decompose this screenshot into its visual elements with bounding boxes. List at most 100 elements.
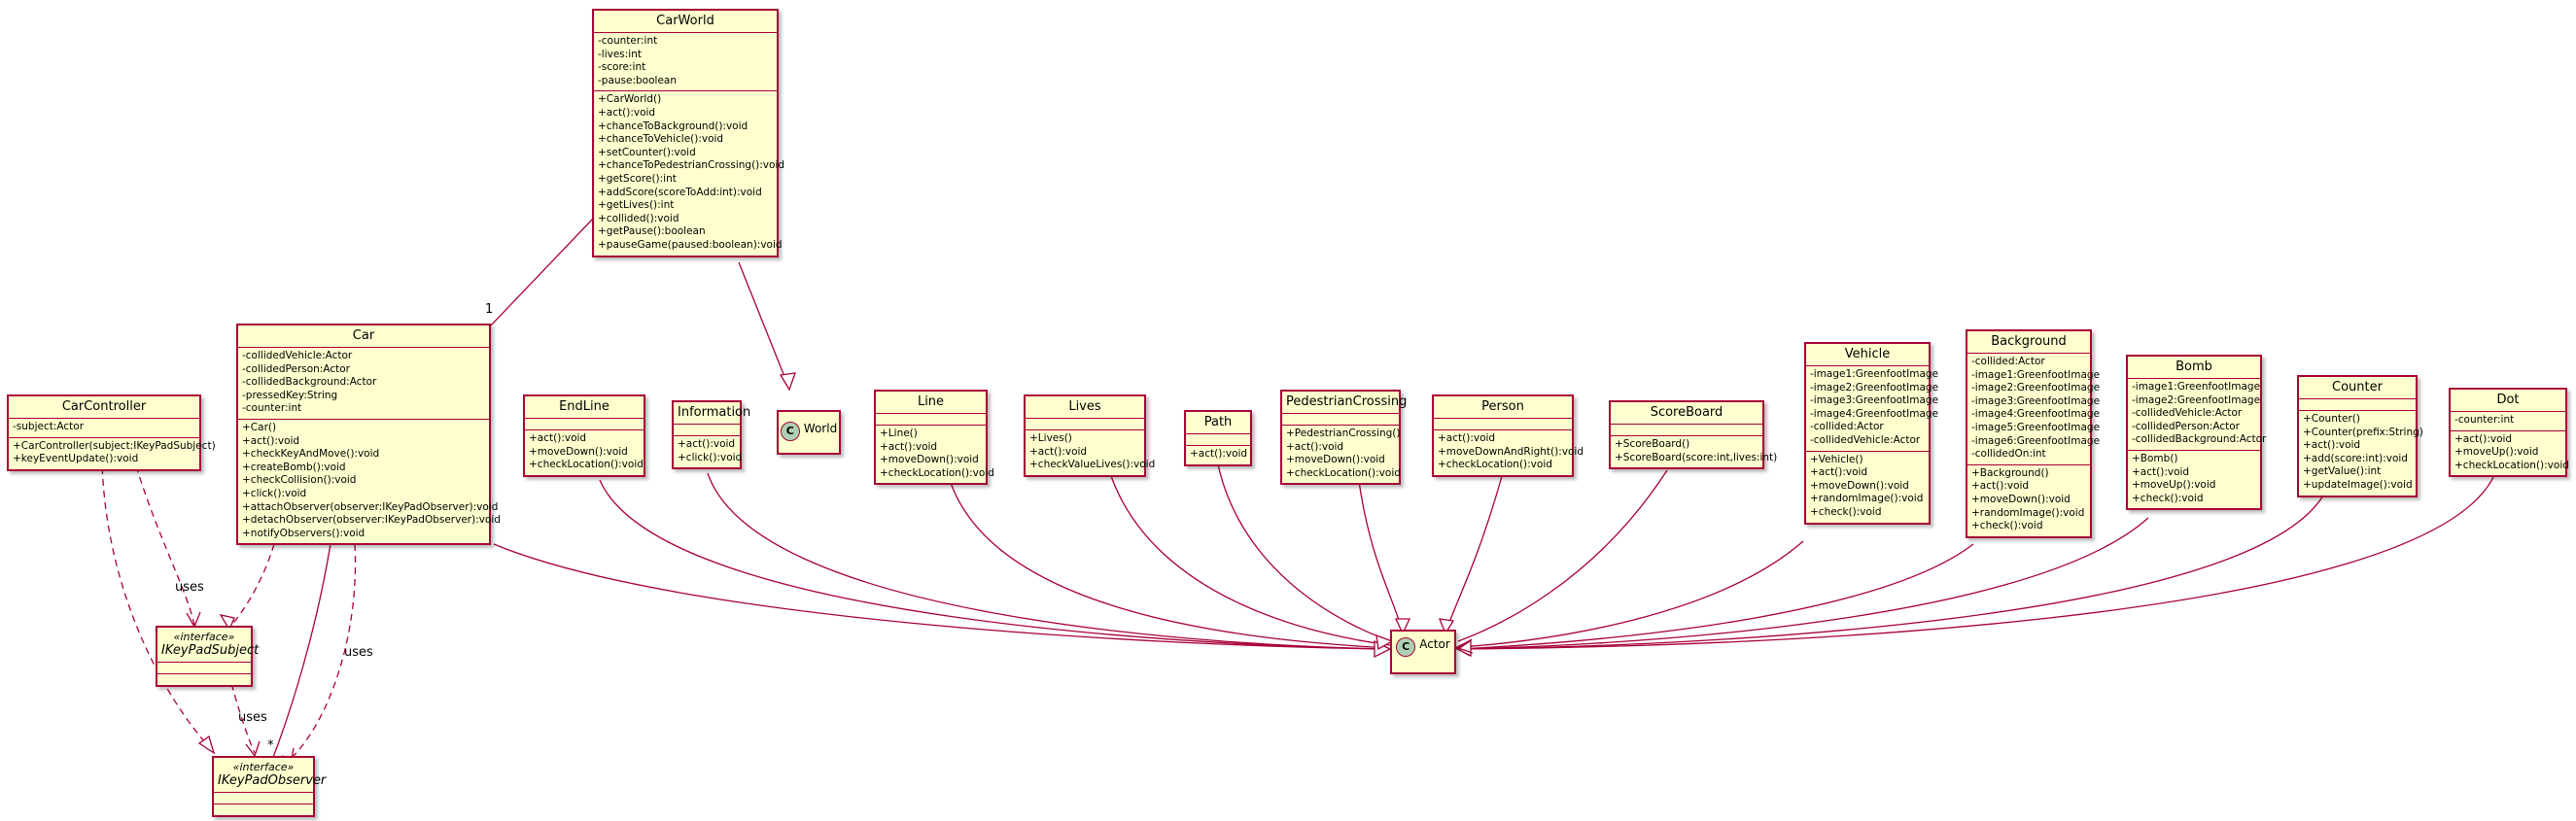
fields-compartment xyxy=(1434,419,1572,430)
class-name: Line xyxy=(876,392,986,414)
class-counter: Counter +Counter()+Counter(prefix:String… xyxy=(2297,375,2423,497)
member-line: -image1:GreenfootImage xyxy=(2132,381,2261,393)
member-line: +collided():void xyxy=(598,212,679,224)
class-name: Car xyxy=(238,325,489,348)
member-line: +Car() xyxy=(242,421,277,433)
member-line: -collidedVehicle:Actor xyxy=(2132,407,2243,420)
member-line: +act():void xyxy=(2132,465,2190,478)
member-line: -collidedVehicle:Actor xyxy=(1810,433,1921,446)
class-bomb: Bomb -image1:GreenfootImage-image2:Green… xyxy=(2126,355,2267,511)
interface-name: IKeyPadSubject xyxy=(161,643,260,658)
edge-pedestrian-actor xyxy=(1358,480,1404,634)
class-actor: C Actor xyxy=(1390,630,1456,674)
triangle-actor-top-2 xyxy=(1438,618,1455,635)
member-line: +Line() xyxy=(880,428,918,439)
interface-ikeypadsubject: «interface» IKeyPadSubject xyxy=(156,626,260,687)
methods-compartment xyxy=(157,674,251,685)
member-line: +addScore(scoreToAdd:int):void xyxy=(598,186,762,198)
class-name: ScoreBoard xyxy=(1611,402,1762,425)
member-line: +check():void xyxy=(1971,520,2043,532)
class-name: Information xyxy=(674,402,750,425)
class-person: Person +act():void+moveDownAndRight():vo… xyxy=(1432,394,1584,477)
member-line: +act():void xyxy=(1438,432,1496,444)
fields-compartment xyxy=(214,793,313,804)
fields-compartment xyxy=(2299,399,2416,411)
fields-compartment xyxy=(876,414,986,426)
fields-compartment: -image1:GreenfootImage-image2:GreenfootI… xyxy=(1806,366,1938,452)
edge-line-actor xyxy=(950,482,1389,649)
member-line: -collidedBackground:Actor xyxy=(2132,433,2267,446)
member-line: +add(score:int):void xyxy=(2303,452,2408,464)
class-lives: Lives +Lives()+act():void+checkValueLive… xyxy=(1024,394,1156,477)
interface-header: «interface» IKeyPadSubject xyxy=(157,628,260,663)
member-line: +Background() xyxy=(1971,466,2049,479)
class-name: Bomb xyxy=(2128,357,2260,379)
member-line: +ScoreBoard() xyxy=(1615,438,1690,450)
arrowhead-actor-right-2 xyxy=(1456,638,1474,654)
member-line: +moveUp():void xyxy=(2132,479,2216,492)
member-line: +Counter() xyxy=(2303,413,2360,425)
member-line: +checkLocation():void xyxy=(880,466,994,479)
class-information: Information +act():void+click():void xyxy=(672,400,750,470)
member-line: +createBomb():void xyxy=(242,461,346,473)
member-line: +act():void xyxy=(1029,445,1088,458)
member-line: +Lives() xyxy=(1029,432,1072,444)
member-line: +Counter(prefix:String) xyxy=(2303,426,2423,438)
member-line: +randomImage():void xyxy=(1971,506,2085,519)
class-line: Line +Line()+act():void+moveDown():void+… xyxy=(874,390,994,486)
member-line: -lives:int xyxy=(598,48,642,60)
triangle-actor-left-2 xyxy=(1375,634,1394,651)
member-line: +checkLocation():void xyxy=(529,459,644,471)
member-line: +act():void xyxy=(598,106,656,119)
member-line: +attachObserver(observer:IKeyPadObserver… xyxy=(242,500,499,513)
member-line: +keyEventUpdate():void xyxy=(13,453,139,465)
edge-subject-observer-uses xyxy=(227,671,256,754)
member-line: +updateImage():void xyxy=(2303,478,2413,491)
member-line: +act():void xyxy=(529,432,587,444)
interface-ikeypadobserver: «interface» IKeyPadObserver xyxy=(212,756,326,817)
fields-compartment: -counter:int xyxy=(2451,412,2565,431)
class-name: World xyxy=(803,422,838,435)
fields-compartment: -subject:Actor xyxy=(9,419,199,438)
edge-dot-actor xyxy=(1457,476,2494,650)
member-line: +ScoreBoard(score:int,lives:int) xyxy=(1615,451,1778,463)
fields-compartment xyxy=(1186,434,1250,446)
member-line: +act():void xyxy=(678,438,736,450)
member-line: +act():void xyxy=(1190,448,1248,460)
member-line: -image2:GreenfootImage xyxy=(2132,393,2261,406)
methods-compartment: +act():void+moveDown():void+checkLocatio… xyxy=(525,430,644,475)
fields-compartment xyxy=(1026,419,1144,430)
class-scoreboard: ScoreBoard +ScoreBoard()+ScoreBoard(scor… xyxy=(1609,400,1778,470)
class-name: CarController xyxy=(9,396,199,419)
member-line: +act():void xyxy=(1971,480,2030,493)
member-line: +pauseGame(paused:boolean):void xyxy=(598,238,783,251)
edge-scoreboard-actor xyxy=(1457,469,1668,642)
class-car: Car -collidedVehicle:Actor-collidedPerso… xyxy=(236,324,501,546)
member-line: +moveDown():void xyxy=(880,454,979,466)
class-name: Vehicle xyxy=(1806,344,1929,366)
member-line: +chanceToVehicle():void xyxy=(598,133,724,146)
methods-compartment: +act():void xyxy=(1186,446,1250,464)
class-name: CarWorld xyxy=(594,11,777,33)
member-line: -pause:boolean xyxy=(598,74,677,86)
member-line: +checkCollision():void xyxy=(242,474,357,487)
member-line: +moveUp():void xyxy=(2454,446,2539,459)
uses-label: uses xyxy=(175,580,204,595)
member-line: +act():void xyxy=(2454,432,2513,445)
member-line: +checkLocation():void xyxy=(1286,466,1401,479)
fields-compartment: -image1:GreenfootImage-image2:GreenfootI… xyxy=(2128,379,2267,451)
triangle-world xyxy=(779,372,796,392)
edge-controller-subject-uses xyxy=(125,431,195,626)
member-line: +act():void xyxy=(880,440,938,453)
member-line: +getValue():int xyxy=(2303,465,2382,478)
member-line: +detachObserver(observer:IKeyPadObserver… xyxy=(242,514,501,527)
arrowhead-subject-observer xyxy=(245,740,261,758)
edge-car-subject-realize xyxy=(228,543,275,629)
triangle-observer xyxy=(197,735,216,755)
member-line: +checkValueLives():void xyxy=(1029,459,1156,471)
edge-controller-observer-realize xyxy=(101,431,213,751)
member-line: -image1:GreenfootImage xyxy=(1971,368,2101,381)
class-background: Background -collided:Actor-image1:Greenf… xyxy=(1966,329,2101,538)
member-line: -image6:GreenfootImage xyxy=(1971,434,2101,447)
